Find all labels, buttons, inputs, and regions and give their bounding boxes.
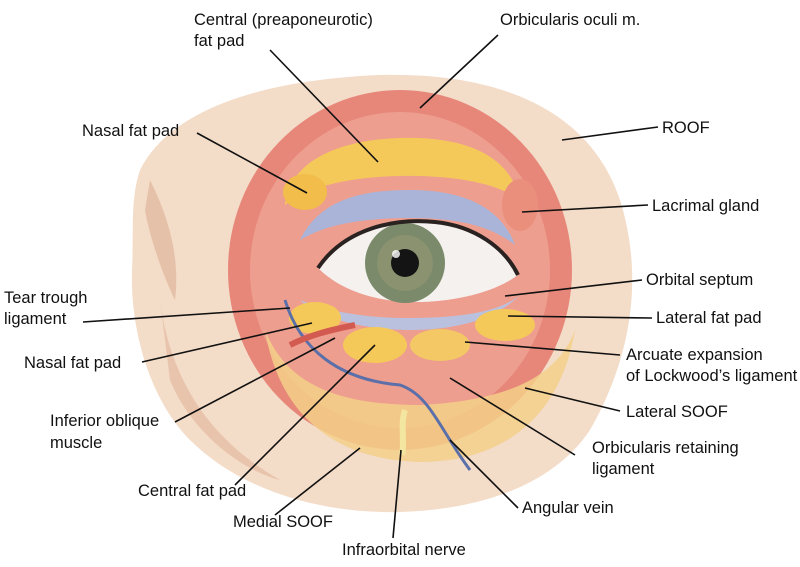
infraorbital-nerve-shape <box>399 409 408 456</box>
leader-inferior-oblique <box>174 337 336 423</box>
leader-lacrimal-gland <box>521 204 649 213</box>
leader-orbicularis-retaining <box>449 377 576 456</box>
label-arcuate-line2: of Lockwood’s ligament <box>626 367 798 385</box>
leader-roof <box>561 126 659 141</box>
leader-orbital-septum <box>504 279 643 297</box>
labels: Central (preaponeurotic) fat pad Orbicul… <box>4 11 798 559</box>
label-roof: ROOF <box>662 119 710 137</box>
leader-tear-trough <box>82 307 291 323</box>
leader-orbicularis-oculi <box>419 34 499 109</box>
upper-eyelashes <box>316 219 520 276</box>
leader-nasal-fat-pad-upper <box>196 132 308 194</box>
upper-fat-pads <box>285 137 520 205</box>
leader-lateral-soof <box>524 387 621 412</box>
label-lateral-soof: Lateral SOOF <box>626 403 728 421</box>
label-nasal-fat-pad-upper: Nasal fat pad <box>82 122 179 140</box>
label-lateral-fat-pad: Lateral fat pad <box>656 309 762 327</box>
orbital-septum-shape <box>300 190 515 245</box>
leader-medial-soof <box>274 447 361 516</box>
label-central-fat-pad-top-line2: fat pad <box>194 32 244 50</box>
label-inferior-oblique-line2: muscle <box>50 434 102 452</box>
eye-illustration <box>131 74 633 513</box>
label-orbicularis-retaining-line1: Orbicularis retaining <box>592 439 739 457</box>
leader-nasal-fat-pad-lower <box>141 322 313 363</box>
leader-central-fat-pad-top <box>269 49 379 163</box>
label-nasal-fat-pad-lower: Nasal fat pad <box>24 354 121 372</box>
label-central-fat-pad-top-line1: Central (preaponeurotic) <box>194 11 373 29</box>
arcuate-fat-shape <box>410 329 470 361</box>
label-arcuate-line1: Arcuate expansion <box>626 346 763 364</box>
label-tear-trough-line1: Tear trough <box>4 289 87 307</box>
label-central-fat-pad-lower: Central fat pad <box>138 482 246 500</box>
label-orbital-septum: Orbital septum <box>646 271 753 289</box>
label-infraorbital-nerve: Infraorbital nerve <box>342 541 466 559</box>
soof-region <box>265 330 575 462</box>
label-orbicularis-oculi: Orbicularis oculi m. <box>500 11 640 29</box>
label-orbicularis-retaining-line2: ligament <box>592 460 655 478</box>
label-medial-soof: Medial SOOF <box>233 513 333 531</box>
leader-infraorbital-nerve <box>392 449 402 539</box>
label-angular-vein: Angular vein <box>522 499 614 517</box>
label-lacrimal-gland: Lacrimal gland <box>652 197 759 215</box>
label-inferior-oblique-line1: Inferior oblique <box>50 412 159 430</box>
leader-lines <box>82 34 659 539</box>
lacrimal-gland-shape <box>502 179 538 231</box>
leader-lateral-fat-pad <box>507 315 653 319</box>
cheek-shading <box>160 300 280 480</box>
leader-angular-vein <box>449 439 519 509</box>
leader-arcuate-expansion <box>464 341 621 356</box>
inferior-oblique-shape <box>288 322 356 348</box>
lateral-fat-pad-shape <box>475 309 535 341</box>
iris-highlight <box>392 250 400 258</box>
nose-shading <box>145 180 177 300</box>
leader-central-fat-pad-lower <box>234 344 376 486</box>
label-tear-trough-line2: ligament <box>4 310 67 328</box>
lower-septum-shape <box>300 295 520 330</box>
